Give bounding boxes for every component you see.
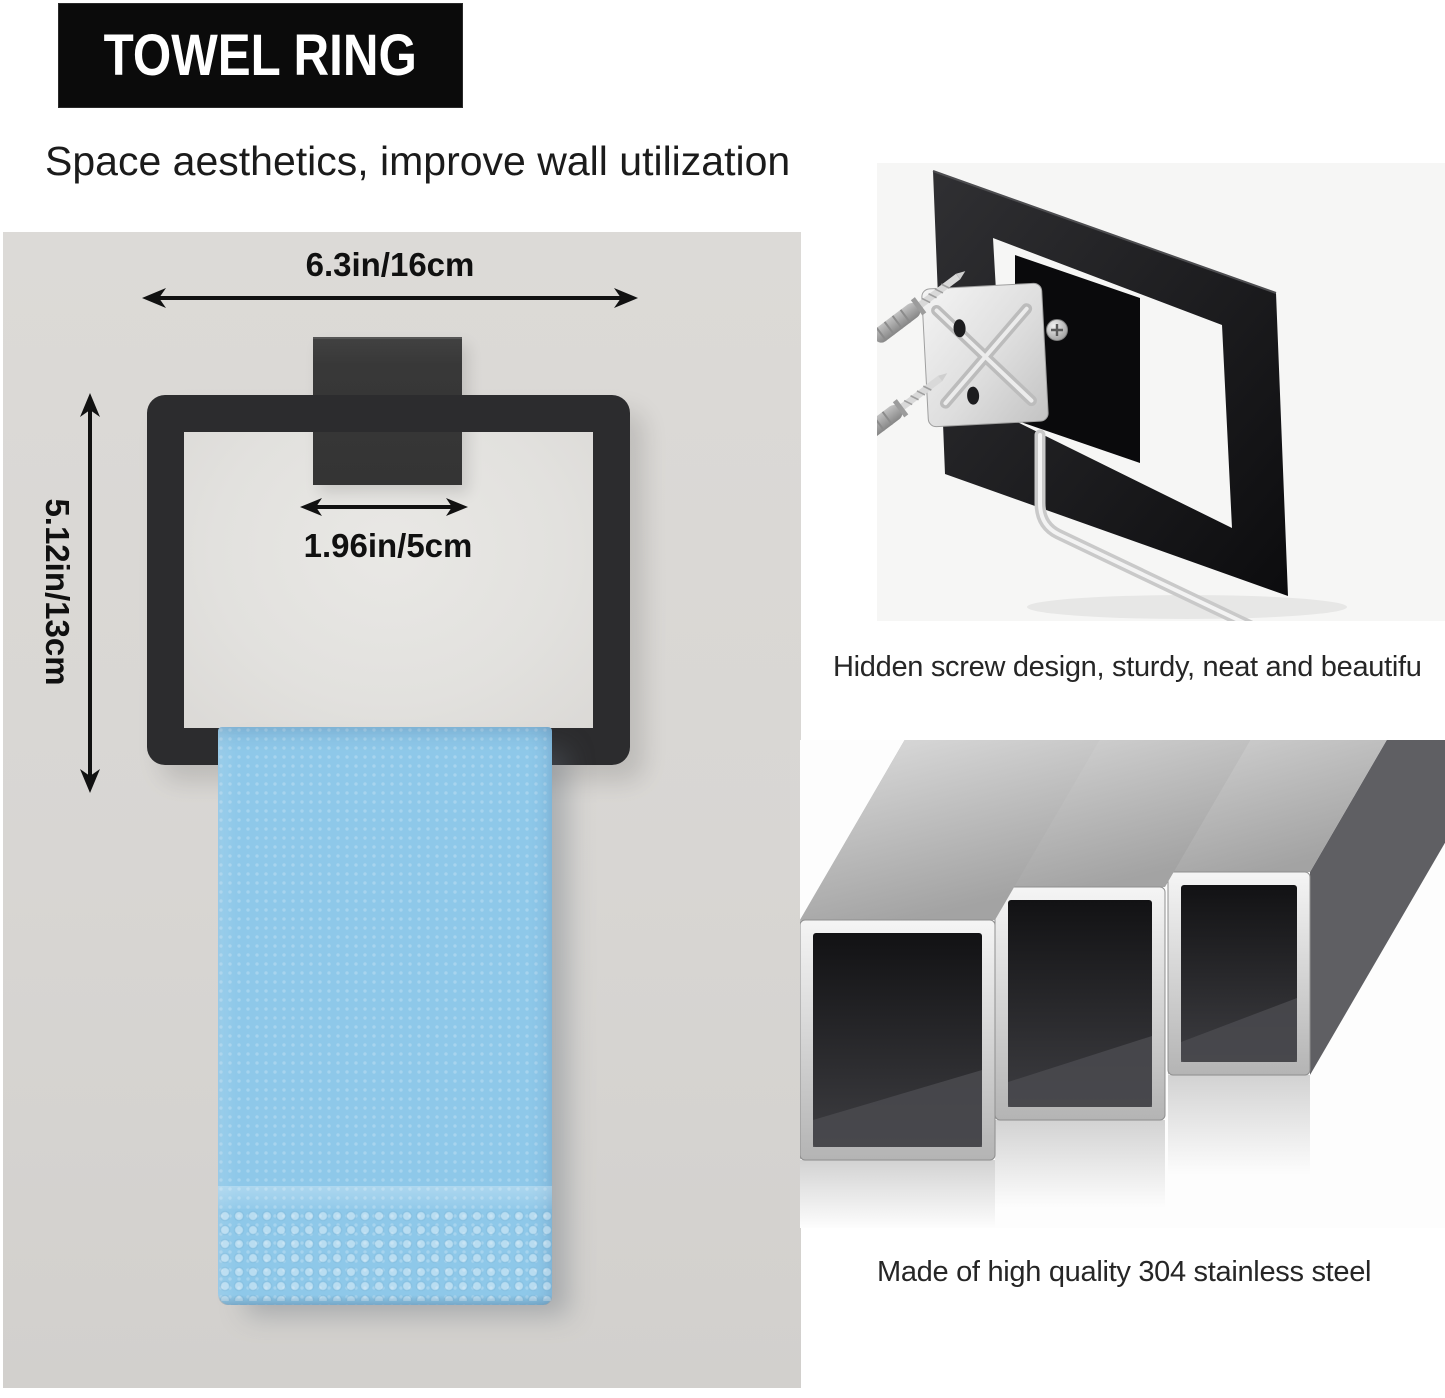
mounting-detail-illustration [855, 163, 1445, 633]
wall-anchor-screw-1 [873, 271, 966, 343]
tube-reflection-middle [995, 1120, 1165, 1208]
post-screw-2 [1046, 319, 1068, 341]
width-dimension-arrow-icon [142, 288, 638, 308]
hanging-towel [218, 727, 552, 1305]
feature-caption-hidden-screw: Hidden screw design, sturdy, neat and be… [833, 651, 1422, 683]
chrome-hook-highlight [1038, 433, 1255, 629]
height-dimension-label: 5.12in/13cm [39, 498, 76, 686]
towel-honeycomb-band [218, 1209, 552, 1301]
width-dimension-label: 6.3in/16cm [305, 246, 475, 283]
page-subtitle: Space aesthetics, improve wall utilizati… [45, 138, 791, 184]
tube-reflection-right [1168, 1075, 1310, 1175]
bracket-width-arrow-icon [300, 498, 468, 516]
steel-tubes-photo [799, 442, 1445, 1228]
frame-shadow [1027, 595, 1347, 619]
steel-tubes-illustration [799, 442, 1445, 1228]
mounting-plate [921, 282, 1049, 428]
mounting-detail-photo [855, 163, 1445, 633]
towel-divider-stripe [218, 1186, 552, 1209]
frame-edge-highlight [932, 170, 1277, 294]
bracket-width-label: 1.96in/5cm [303, 527, 473, 564]
page-title: TOWEL RING [103, 23, 418, 88]
height-dimension-arrow-icon [80, 393, 100, 793]
black-ring-frame [933, 171, 1288, 596]
dimension-diagram-panel: 6.3in/16cm 5.12in/13cm 1.96in/5cm [3, 232, 801, 1388]
feature-caption-stainless-steel: Made of high quality 304 stainless steel [877, 1256, 1372, 1288]
towel-ring-frame [147, 395, 630, 765]
tube-reflection-left [800, 1160, 995, 1228]
towel-hem [218, 1295, 552, 1305]
title-banner: TOWEL RING [58, 3, 463, 108]
